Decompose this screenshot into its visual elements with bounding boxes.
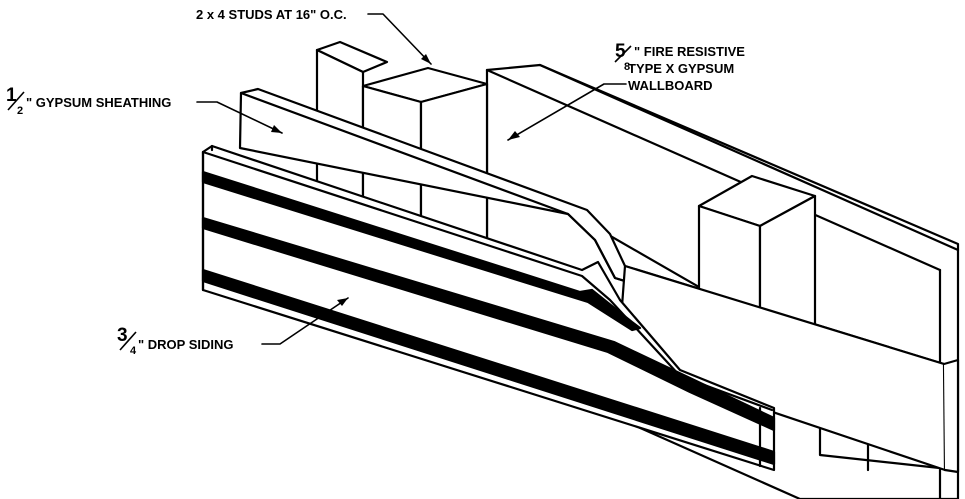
arrowheads: [271, 54, 520, 306]
label-sheathing-fraction-num: 1: [6, 85, 17, 106]
label-wallboard: 5 8 " FIRE RESISTIVE TYPE X GYPSUM WALLB…: [614, 41, 745, 93]
label-sheathing: 1 2 " GYPSUM SHEATHING: [6, 85, 171, 117]
siding-joint-1: [201, 170, 642, 332]
label-siding-fraction-den: 4: [130, 345, 137, 357]
label-sheathing-fraction-den: 2: [17, 105, 23, 117]
leader-sheathing: [196, 101, 283, 134]
label-wallboard-line3: WALLBOARD: [628, 78, 713, 93]
leader-studs: [367, 13, 432, 65]
leader-siding: [261, 297, 349, 345]
label-siding-fraction-num: 3: [117, 325, 128, 346]
leader-lines: [196, 13, 627, 345]
arrow-siding: [337, 298, 348, 306]
label-siding-text: " DROP SIDING: [138, 337, 234, 352]
label-wallboard-line1: " FIRE RESISTIVE: [634, 44, 745, 59]
label-studs: 2 x 4 STUDS AT 16" O.C.: [196, 7, 347, 22]
arrow-studs: [421, 54, 431, 64]
label-sheathing-text: " GYPSUM SHEATHING: [26, 95, 171, 110]
siding-joint-2: [201, 216, 776, 432]
arrow-sheathing: [271, 125, 282, 133]
stud-right: [697, 174, 817, 346]
wallboard-edge: [616, 264, 960, 474]
label-wallboard-fraction-den: 8: [624, 61, 630, 73]
drop-siding-layer: [201, 144, 776, 472]
leader-wallboard: [507, 83, 627, 141]
label-wallboard-line2: TYPE X GYPSUM: [628, 61, 734, 76]
label-siding: 3 4 " DROP SIDING: [117, 325, 234, 357]
arrow-wallboard: [508, 131, 520, 140]
label-wallboard-fraction-num: 5: [615, 41, 626, 62]
